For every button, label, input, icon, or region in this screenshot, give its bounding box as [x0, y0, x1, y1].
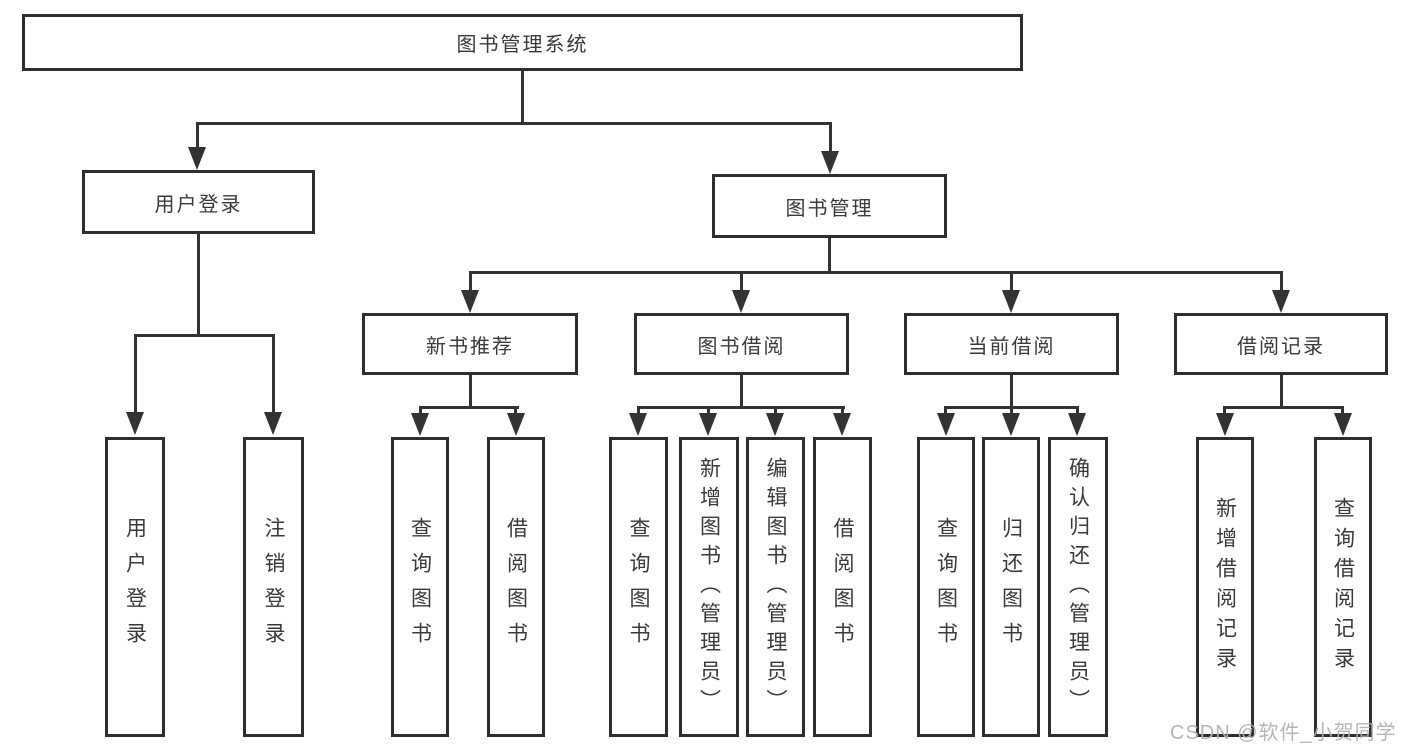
connector-line [1223, 406, 1226, 415]
connector-line [1076, 406, 1079, 415]
arrowhead-icon [937, 413, 955, 436]
leaf-add-books-admin: 新增图书（管理员） [679, 437, 739, 737]
leaf-user-login-label: 用户登录 [123, 517, 147, 657]
node-current-borrow-label: 当前借阅 [967, 335, 1056, 358]
watermark: CSDN @软件_小贺同学 [1170, 722, 1397, 744]
arrowhead-icon [188, 147, 206, 170]
connector-line [637, 406, 845, 409]
arrowhead-icon [833, 413, 851, 436]
leaf-query-books-recommend: 查询图书 [391, 437, 449, 737]
leaf-return-books: 归还图书 [982, 437, 1040, 737]
leaf-query-books-current-label: 查询图书 [934, 517, 958, 657]
connector-line [637, 406, 640, 415]
arrowhead-icon [411, 413, 429, 436]
arrowhead-icon [629, 413, 647, 436]
leaf-query-borrow-record: 查询借阅记录 [1314, 437, 1372, 737]
leaf-user-login: 用户登录 [105, 437, 165, 737]
leaf-query-books-borrow-label: 查询图书 [627, 517, 650, 657]
connector-line [419, 406, 519, 409]
leaf-query-books-borrow: 查询图书 [609, 437, 668, 737]
arrowhead-icon [126, 412, 144, 435]
leaf-borrow-books-label: 借阅图书 [831, 517, 854, 657]
leaf-confirm-return-admin: 确认归还（管理员） [1048, 437, 1108, 737]
connector-line [1223, 406, 1344, 409]
node-root: 图书管理系统 [22, 14, 1023, 71]
connector-line [841, 406, 844, 415]
node-root-label: 图书管理系统 [456, 34, 589, 56]
leaf-add-books-admin-label: 新增图书（管理员） [697, 456, 721, 718]
leaf-edit-books-admin-label: 编辑图书（管理员） [764, 456, 787, 718]
arrowhead-icon [1272, 290, 1290, 313]
node-user-login-label: 用户登录 [154, 193, 243, 216]
node-borrow-records: 借阅记录 [1174, 313, 1388, 375]
connector-line [740, 271, 743, 292]
node-user-login: 用户登录 [82, 170, 315, 234]
arrowhead-icon [1002, 413, 1020, 436]
connector-line [134, 334, 137, 413]
arrowhead-icon [1002, 290, 1020, 313]
node-book-management-label: 图书管理 [785, 197, 874, 220]
node-new-book-recommend: 新书推荐 [362, 313, 578, 375]
connector-line [197, 234, 200, 336]
leaf-borrow-books: 借阅图书 [813, 437, 872, 737]
connector-line [521, 71, 524, 124]
leaf-borrow-books-recommend: 借阅图书 [487, 437, 545, 737]
connector-line [1280, 271, 1283, 292]
connector-line [828, 238, 831, 274]
node-current-borrow: 当前借阅 [904, 313, 1119, 375]
leaf-confirm-return-admin-label: 确认归还（管理员） [1066, 456, 1090, 718]
connector-line [419, 406, 422, 415]
connector-line [1010, 375, 1013, 408]
arrowhead-icon [461, 290, 479, 313]
connector-line [469, 271, 472, 292]
leaf-query-borrow-record-label: 查询借阅记录 [1331, 497, 1355, 677]
connector-line [1280, 375, 1283, 408]
arrowhead-icon [699, 413, 717, 436]
node-book-management: 图书管理 [712, 174, 947, 238]
leaf-borrow-books-recommend-label: 借阅图书 [504, 517, 528, 657]
connector-line [134, 334, 275, 337]
connector-line [740, 375, 743, 408]
leaf-edit-books-admin: 编辑图书（管理员） [746, 437, 805, 737]
leaf-logout-label: 注销登录 [262, 517, 285, 657]
leaf-add-borrow-record-label: 新增借阅记录 [1213, 497, 1237, 677]
node-book-borrow: 图书借阅 [634, 313, 849, 375]
connector-line [469, 271, 1283, 274]
arrowhead-icon [766, 413, 784, 436]
arrowhead-icon [1334, 413, 1352, 436]
arrowhead-icon [821, 151, 839, 174]
arrowhead-icon [1068, 413, 1086, 436]
node-book-borrow-label: 图书借阅 [697, 335, 786, 358]
leaf-add-borrow-record: 新增借阅记录 [1196, 437, 1254, 737]
connector-line [774, 406, 777, 415]
arrowhead-icon [1216, 413, 1234, 436]
leaf-return-books-label: 归还图书 [999, 517, 1023, 657]
arrowhead-icon [507, 413, 525, 436]
connector-line [1010, 406, 1013, 415]
connector-line [944, 406, 947, 415]
connector-line [196, 122, 199, 149]
connector-line [1010, 271, 1013, 292]
leaf-query-books-current: 查询图书 [917, 437, 975, 737]
arrowhead-icon [264, 412, 282, 435]
connector-line [514, 406, 517, 415]
connector-line [272, 334, 275, 413]
connector-line [196, 122, 832, 125]
node-borrow-records-label: 借阅记录 [1237, 335, 1325, 358]
leaf-logout: 注销登录 [243, 437, 304, 737]
connector-line [707, 406, 710, 415]
connector-line [1341, 406, 1344, 415]
connector-line [469, 375, 472, 408]
connector-line [829, 122, 832, 153]
arrowhead-icon [732, 290, 750, 313]
node-new-book-recommend-label: 新书推荐 [426, 335, 514, 358]
leaf-query-books-recommend-label: 查询图书 [408, 517, 432, 657]
